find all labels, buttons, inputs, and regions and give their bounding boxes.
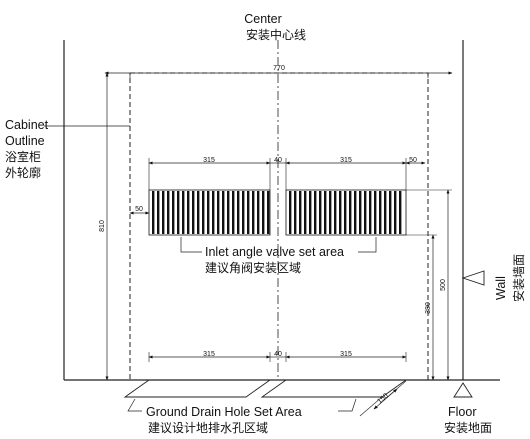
inlet-right-hatch-bar — [364, 191, 367, 234]
dim-top-gap: 40 — [274, 157, 282, 164]
dim-top-right-span: 315 — [340, 157, 352, 164]
inlet-right-hatch-bar — [329, 191, 332, 234]
inlet-left-hatch-bar — [222, 191, 225, 234]
floor-marker — [453, 382, 473, 398]
inlet-left-hatch-bar — [182, 191, 185, 234]
inlet-right-hatch-bar — [319, 191, 322, 234]
inlet-right-hatch-bar — [344, 191, 347, 234]
label-cabinet-cn-1: 浴室柜 — [5, 149, 41, 164]
dimension-top-spans: 315 40 315 50 — [148, 157, 426, 190]
inlet-left-hatch-bar — [187, 191, 190, 234]
dimension-bottom-spans: 315 40 315 — [148, 351, 407, 362]
label-inlet-cn: 建议角阀安装区域 — [205, 260, 301, 275]
inlet-right-hatch-bar — [379, 191, 382, 234]
inlet-right-hatch-bar — [399, 191, 402, 234]
dim-total-height-text: 810 — [99, 220, 106, 232]
label-cabinet-en-1: Cabinet — [5, 118, 49, 132]
inlet-valve-area-left — [148, 189, 271, 236]
inlet-right-hatch-bar — [359, 191, 362, 234]
label-drain-cn: 建议设计地排水孔区域 — [148, 421, 268, 435]
label-inlet-en: Inlet angle valve set area — [205, 245, 344, 259]
label-wall-cn: 安装墙面 — [511, 254, 526, 302]
label-cabinet-cn-2: 外轮廓 — [5, 165, 41, 180]
label-wall-en: Wall — [494, 276, 508, 300]
dimension-total-width: 770 — [104, 65, 453, 78]
inlet-right-hatch-bar — [294, 191, 297, 234]
dim-bottom-right-span: 315 — [340, 351, 352, 358]
inlet-right-hatch-bar — [324, 191, 327, 234]
label-center-en: Center — [244, 12, 282, 26]
inlet-right-hatch-bar — [309, 191, 312, 234]
inlet-left-hatch-bar — [252, 191, 255, 234]
dim-bottom-gap: 40 — [274, 351, 282, 358]
inlet-right-hatch-bar — [394, 191, 397, 234]
inlet-right-hatch-bar — [314, 191, 317, 234]
inlet-left-hatch-bar — [177, 191, 180, 234]
inlet-right-hatch-bar — [389, 191, 392, 234]
inlet-left-hatch-bar — [257, 191, 260, 234]
inlet-right-hatch-bar — [384, 191, 387, 234]
dim-top-left-span: 315 — [203, 157, 215, 164]
inlet-left-hatch-bar — [172, 191, 175, 234]
inlet-right-hatch-bar — [374, 191, 377, 234]
inlet-left-hatch-bar — [157, 191, 160, 234]
inlet-right-hatch-bar — [349, 191, 352, 234]
inlet-left-hatch-bar — [217, 191, 220, 234]
dim-floor-depth-text: 150 — [376, 392, 389, 405]
inlet-right-hatch-bar — [299, 191, 302, 234]
inlet-left-hatch-bar — [152, 191, 155, 234]
inlet-right-hatch-bar — [339, 191, 342, 234]
inlet-left-hatch-bar — [267, 191, 270, 234]
inlet-right-hatch-bar — [289, 191, 292, 234]
dim-bottom-left-span: 315 — [203, 351, 215, 358]
label-center-cn: 安装中心线 — [246, 27, 306, 42]
label-floor-en: Floor — [448, 405, 476, 419]
inlet-left-hatch-bar — [237, 191, 240, 234]
label-floor-cn: 安装地面 — [444, 420, 492, 435]
inlet-bracket — [180, 237, 377, 253]
label-drain-en: Ground Drain Hole Set Area — [146, 405, 302, 419]
dim-drain-height-text: 380 — [425, 302, 432, 314]
inlet-left-hatch-bar — [197, 191, 200, 234]
inlet-valve-area-right — [285, 189, 407, 236]
inlet-left-hatch-bar — [192, 191, 195, 234]
inlet-left-hatch-bar — [207, 191, 210, 234]
wall-marker — [461, 270, 485, 286]
dim-top-right-offset: 50 — [409, 157, 417, 164]
inlet-left-hatch-bar — [242, 191, 245, 234]
dimension-valve-height: 500 — [406, 189, 452, 381]
label-cabinet-en-2: Outline — [5, 134, 45, 148]
inlet-left-hatch-bar — [232, 191, 235, 234]
inlet-left-hatch-bar — [212, 191, 215, 234]
dimension-total-height: 810 — [99, 72, 109, 381]
dim-valve-height-text: 500 — [440, 279, 447, 291]
inlet-left-hatch-bar — [262, 191, 265, 234]
drain-bracket — [127, 398, 357, 412]
inlet-left-hatch-bar — [202, 191, 205, 234]
dimension-floor-depth: 150 — [359, 380, 407, 417]
dimension-drain-height: 380 — [406, 234, 437, 381]
dim-left-offset-text: 50 — [135, 206, 143, 213]
inlet-right-hatch-bar — [304, 191, 307, 234]
inlet-left-hatch-bar — [167, 191, 170, 234]
dimension-left-offset: 50 — [129, 206, 150, 215]
inlet-left-hatch-bar — [227, 191, 230, 234]
inlet-right-hatch-bar — [354, 191, 357, 234]
dim-total-width-text: 770 — [273, 65, 285, 72]
inlet-left-hatch-bar — [247, 191, 250, 234]
inlet-right-hatch-bar — [369, 191, 372, 234]
drain-area-left — [123, 379, 272, 398]
inlet-right-hatch-bar — [334, 191, 337, 234]
inlet-left-hatch-bar — [162, 191, 165, 234]
